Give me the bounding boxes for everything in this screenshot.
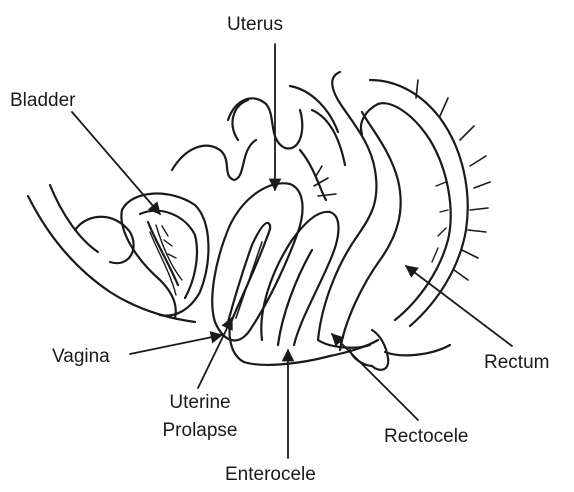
label-rectocele: Rectocele xyxy=(384,426,469,448)
pointer-bladder xyxy=(72,112,160,214)
rectum-shape xyxy=(318,72,490,370)
intestine-loops xyxy=(172,86,345,200)
uterus-shape xyxy=(212,183,302,340)
label-enterocele: Enterocele xyxy=(225,464,316,486)
label-rectum: Rectum xyxy=(484,352,549,374)
label-vagina: Vagina xyxy=(52,346,110,368)
label-uterine-prolapse-line1: Uterine xyxy=(140,392,260,414)
bladder-shape xyxy=(121,194,208,318)
pointer-rectum xyxy=(406,266,512,346)
pointer-lines xyxy=(72,44,512,458)
pubic-bone-outline xyxy=(28,185,195,322)
label-uterus: Uterus xyxy=(227,14,283,36)
label-bladder: Bladder xyxy=(10,90,76,112)
pointer-uterine-prolapse xyxy=(198,318,232,388)
vaginal-wall xyxy=(230,212,378,365)
pointer-rectocele xyxy=(332,334,418,420)
label-uterine-prolapse: Uterine Prolapse xyxy=(140,392,260,442)
pointer-vagina xyxy=(130,335,222,354)
label-uterine-prolapse-line2: Prolapse xyxy=(140,420,260,442)
